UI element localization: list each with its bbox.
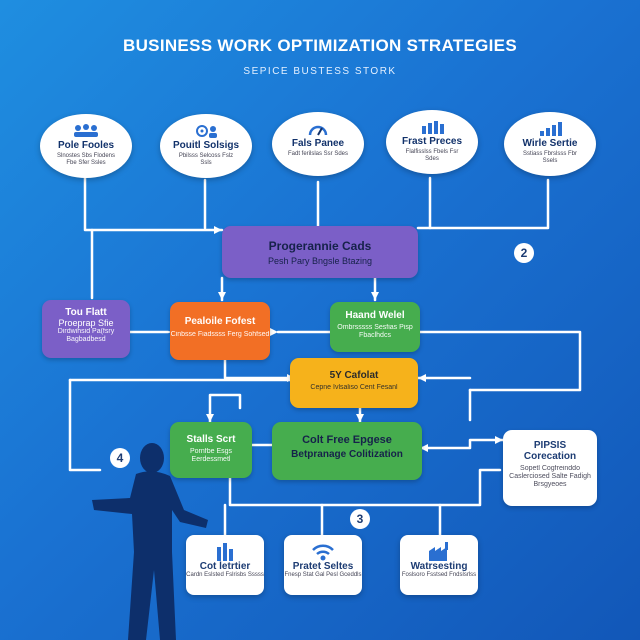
oval-node-caption: Slnostes Sbs Flodens Fbe Sfer Ssles [56, 153, 116, 166]
white-right-box: PIPSIS Corecation Sopetl Cogfreinddo Cas… [503, 430, 597, 506]
programme-box: Progerannie Cads Pesh Pary Bngsle Btazin… [222, 226, 418, 278]
oval-node-1: Pole Fooles Slnostes Sbs Flodens Fbe Sfe… [40, 114, 132, 178]
orange-box: Pealoile Fofest Cinbsse Fiadssss Ferg So… [170, 302, 270, 360]
step-badge-4: 4 [110, 448, 130, 468]
card-label: Watrsesting [410, 561, 468, 572]
oval-node-caption: Sstiass Fbrslsss Fbr Ssels [522, 151, 577, 164]
card-caption: Foslsoro Fsstsed Fndslsrlss [401, 572, 477, 578]
box-label: PIPSIS [533, 440, 567, 451]
card-caption: Cardn Eslsted Fslrisbs Sssss [186, 572, 264, 578]
bar-chart-icon [386, 120, 478, 134]
oval-node-label: Fals Panee [291, 138, 345, 149]
step-badge-3: 3 [350, 509, 370, 529]
gauge-icon [272, 122, 364, 136]
green-big-box: Colt Free Epgese Betpranage Colitization [272, 422, 422, 480]
box-caption: Cinbsse Fiadssss Ferg Sohfsed [170, 331, 270, 338]
page-subtitle: SEPICE BUSTESS STORK [243, 66, 397, 77]
box-label: Progerannie Cads [268, 239, 372, 253]
growth-chart-icon [504, 122, 596, 136]
card-label: Cot letrtier [199, 561, 251, 572]
box-caption: Ombrsssss Sesfias Pisp Fbaclhdcs [337, 324, 413, 339]
oval-node-3: Fals Panee Fadt ferilslas Ssr Sdes [272, 112, 364, 176]
card-caption: Fnesp Stat Gal Pesl Gceddls [284, 572, 362, 578]
green-small-box: Stalls Scrt Pornfbe Esgs Eerdessmetl [170, 422, 252, 478]
box-label: Tou Flatt [65, 307, 107, 318]
bottom-card-2: Pratet Seltes Fnesp Stat Gal Pesl Gceddl… [284, 535, 362, 595]
oval-node-5: Wirle Sertie Sstiass Fbrslsss Fbr Ssels [504, 112, 596, 176]
step-badge-2: 2 [514, 243, 534, 263]
card-label: Pratet Seltes [292, 561, 354, 572]
box-caption: Sopetl Cogfreinddo Caslerciosed Salte Fa… [509, 465, 591, 488]
bottom-card-1: Cot letrtier Cardn Eslsted Fslrisbs Ssss… [186, 535, 264, 595]
oval-node-label: Wirle Sertie [522, 138, 578, 149]
green-right-box: Haand Welel Ombrsssss Sesfias Pisp Fbacl… [330, 302, 420, 352]
box-label-line2: Proeprap Sfie [58, 318, 114, 328]
factory-icon [400, 541, 478, 561]
oval-node-caption: Fadt ferilslas Ssr Sdes [287, 151, 349, 157]
box-caption: Pesh Pary Bngsle Btazing [267, 256, 373, 266]
box-label-line2: Corecation [523, 451, 577, 462]
box-label: Stalls Scrt [186, 434, 236, 445]
oval-node-label: Frast Preces [401, 136, 463, 147]
oval-node-label: Pouitl Solsigs [172, 140, 240, 151]
team-meeting-icon [40, 124, 132, 138]
person-silhouette-icon [92, 443, 208, 640]
oval-node-caption: Flalfisslss Fbels Fsr Sdes [405, 149, 459, 162]
yellow-box: 5Y Cafolat Cepne Ivlsaliso Cent Fesanl [290, 358, 418, 408]
tower-icon [186, 541, 264, 561]
box-caption: Dirdwihsid Pa(fsry Bagbadbesd [57, 328, 115, 343]
box-label: Pealoile Fofest [184, 316, 256, 327]
oval-node-label: Pole Fooles [57, 140, 115, 151]
box-label: 5Y Cafolat [329, 370, 379, 381]
box-label: Haand Welel [345, 310, 405, 321]
wifi-icon [284, 541, 362, 561]
oval-node-caption: Pbilsss Selcoss Fslz Ssls [178, 153, 234, 166]
oval-node-4: Frast Preces Flalfisslss Fbels Fsr Sdes [386, 110, 478, 174]
page-title: BUSINESS WORK OPTIMIZATION STRATEGIES [123, 36, 517, 55]
box-caption: Pornfbe Esgs Eerdessmetl [189, 448, 233, 463]
box-label-line2: Betpranage Colitization [291, 449, 403, 460]
box-caption: Cepne Ivlsaliso Cent Fesanl [310, 384, 398, 391]
left-purple-box: Tou Flatt Proeprap Sfie Dirdwihsid Pa(fs… [42, 300, 130, 358]
oval-node-2: Pouitl Solsigs Pbilsss Selcoss Fslz Ssls [160, 114, 252, 178]
bottom-card-3: Watrsesting Foslsoro Fsstsed Fndslsrlss [400, 535, 478, 595]
gear-person-icon [160, 124, 252, 138]
box-label: Colt Free Epgese [302, 434, 392, 446]
